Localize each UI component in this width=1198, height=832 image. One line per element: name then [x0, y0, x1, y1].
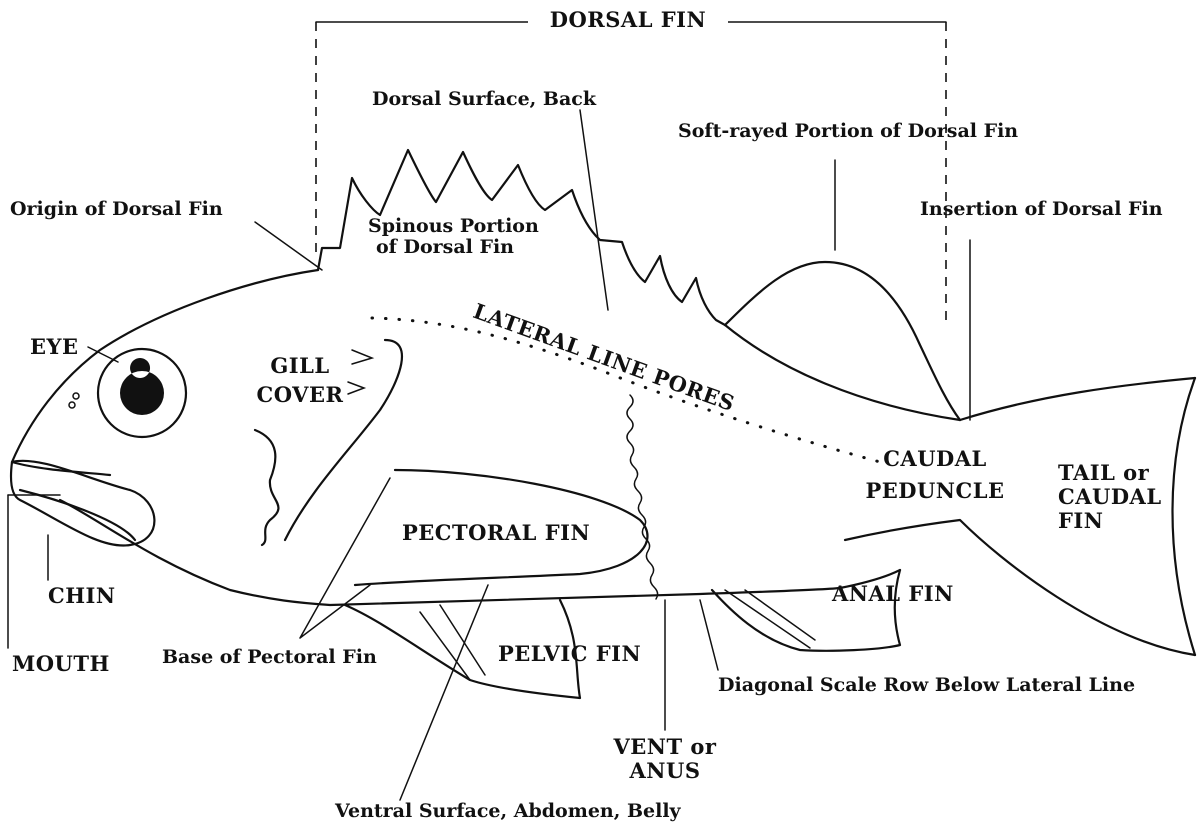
label-eye: EYE: [30, 336, 79, 358]
dorsal-fin-bracket: [316, 22, 946, 320]
diagonal-scale-row: [627, 395, 658, 599]
label-dorsal-surface: Dorsal Surface, Back: [372, 90, 596, 110]
label-gill-2: COVER: [252, 384, 348, 406]
label-insertion-dorsal-fin: Insertion of Dorsal Fin: [920, 200, 1163, 220]
label-spinous-portion-1: Spinous Portion: [368, 217, 539, 237]
label-tail-3: FIN: [1058, 510, 1103, 532]
label-pectoral-fin: PECTORAL FIN: [402, 522, 590, 544]
label-dorsal-fin: DORSAL FIN: [528, 9, 728, 31]
soft-rayed-dorsal-fin: [725, 262, 960, 420]
label-spinous-portion-2: of Dorsal Fin: [376, 238, 514, 258]
label-vent-1: VENT or: [605, 736, 725, 758]
label-gill-1: GILL: [260, 355, 340, 377]
label-soft-rayed-portion: Soft-rayed Portion of Dorsal Fin: [678, 122, 1018, 142]
eye-pupil: [120, 358, 164, 415]
label-mouth: MOUTH: [12, 653, 110, 675]
label-tail-2: CAUDAL: [1058, 486, 1162, 508]
label-anal-fin: ANAL FIN: [832, 583, 954, 605]
label-pelvic-fin: PELVIC FIN: [498, 643, 641, 665]
label-caudal-peduncle-1: CAUDAL: [875, 448, 995, 470]
label-diagonal-scale-row: Diagonal Scale Row Below Lateral Line: [718, 676, 1135, 696]
label-vent-2: ANUS: [605, 760, 725, 782]
lateral-line-pores: [372, 318, 880, 462]
label-chin: CHIN: [48, 585, 116, 607]
label-base-pectoral-fin: Base of Pectoral Fin: [162, 648, 377, 668]
label-tail-1: TAIL or: [1058, 462, 1149, 484]
label-origin-dorsal-fin: Origin of Dorsal Fin: [10, 200, 223, 220]
label-caudal-peduncle-2: PEDUNCLE: [860, 480, 1010, 502]
label-ventral-surface: Ventral Surface, Abdomen, Belly: [335, 802, 681, 822]
